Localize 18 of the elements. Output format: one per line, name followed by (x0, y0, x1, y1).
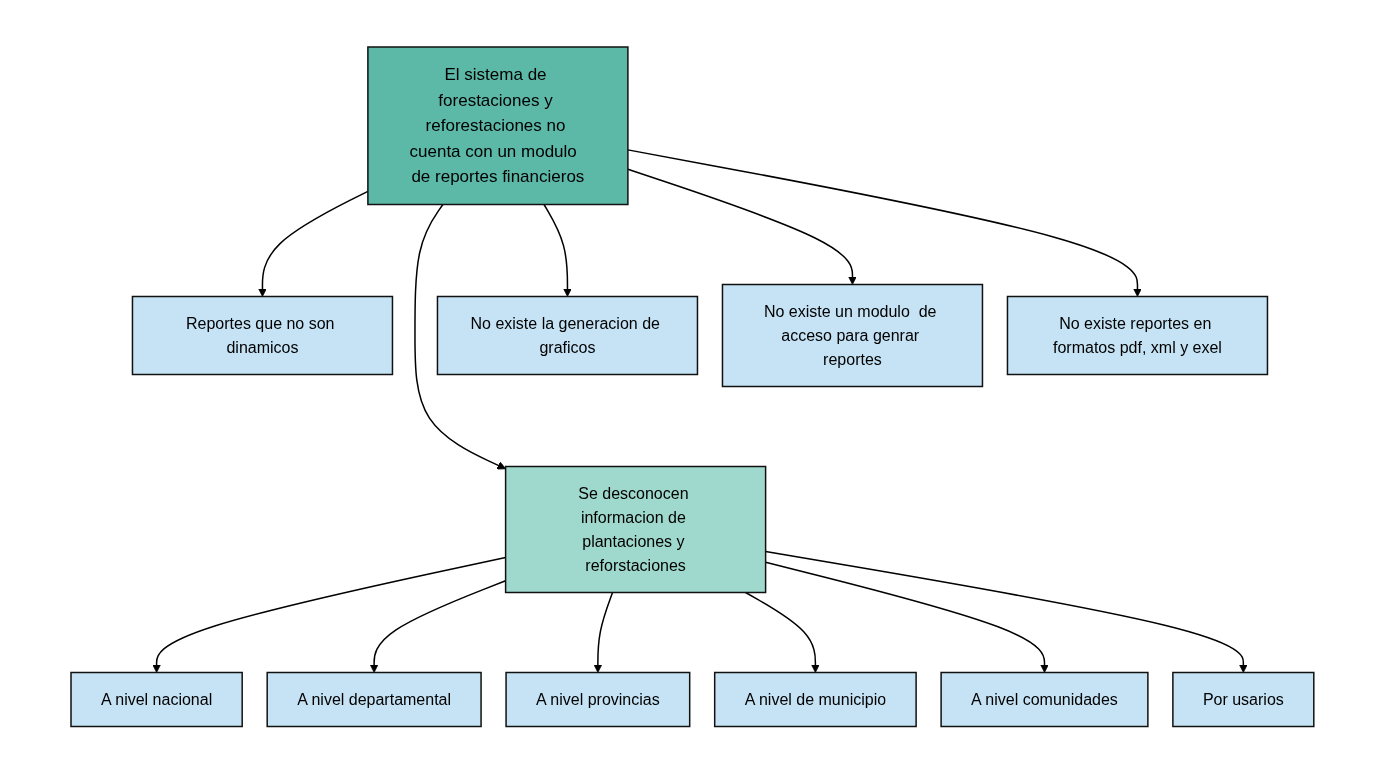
arrow (369, 579, 506, 673)
node-box: No existe un modulo de acceso para genrar reportes (721, 283, 983, 387)
arrow (151, 556, 506, 673)
node-box: A nivel departamental (266, 671, 482, 727)
arrow (413, 203, 506, 470)
node-box: A nivel de municipio (713, 671, 917, 727)
node-box: Por usarios (1171, 671, 1315, 727)
node-box: Reportes que no son dinamicos (131, 295, 393, 375)
node-box: A nivel nacional (69, 671, 243, 727)
arrow (593, 591, 613, 673)
node-box: A nivel comunidades (939, 671, 1149, 727)
arrow (542, 203, 572, 297)
node-box: A nivel provincias (504, 671, 691, 727)
node-box: No existe reportes en formatos pdf, xml y exel (1006, 295, 1268, 375)
node-box: El sistema de forestaciones y reforestaciones no cuenta con un modulo de reportes financieros (366, 46, 629, 205)
node-box: Se desconocen informacion de plantaciones y reforstaciones (504, 465, 766, 593)
node-box: No existe la generacion de graficos (436, 295, 698, 375)
arrow (744, 591, 820, 673)
